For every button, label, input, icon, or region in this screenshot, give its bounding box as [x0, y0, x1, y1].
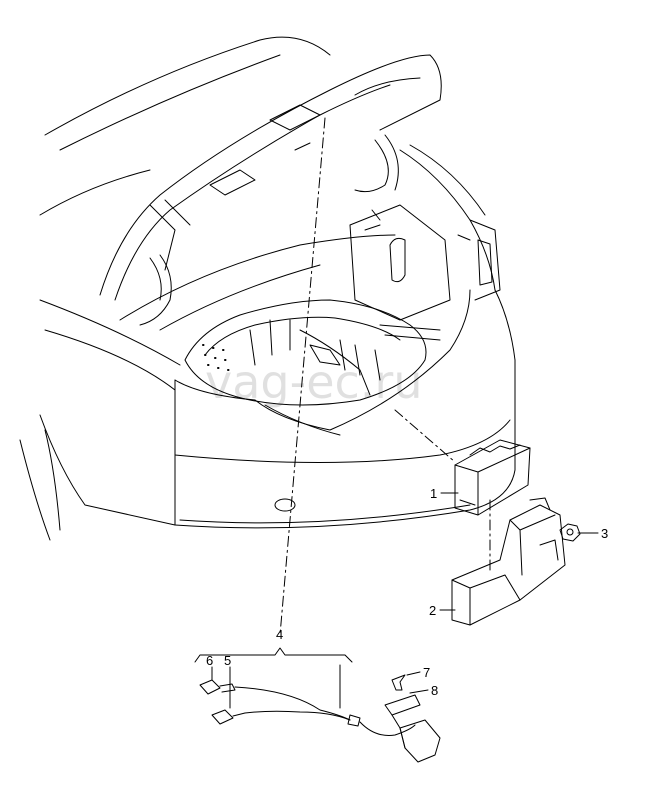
watermark-text: vag-ec.ru: [205, 355, 423, 409]
callout-2: 2: [429, 603, 436, 618]
bumper-reflector: [274, 498, 296, 512]
leader-lines: [279, 117, 491, 636]
callout-3: 3: [601, 526, 608, 541]
callout-8: 8: [431, 683, 438, 698]
callout-leaders: [211, 492, 599, 709]
mounting-bracket: [451, 497, 566, 626]
control-module: [454, 439, 531, 516]
callout-1: 1: [430, 486, 437, 501]
cable-harness: [194, 647, 441, 763]
floor-holes: [202, 344, 230, 371]
callout-6: 6: [206, 653, 213, 668]
car-rear-illustration: [19, 36, 516, 541]
callout-5: 5: [224, 653, 231, 668]
callout-7: 7: [423, 665, 430, 680]
callout-4: 4: [276, 627, 283, 642]
hex-nut: [559, 523, 581, 542]
